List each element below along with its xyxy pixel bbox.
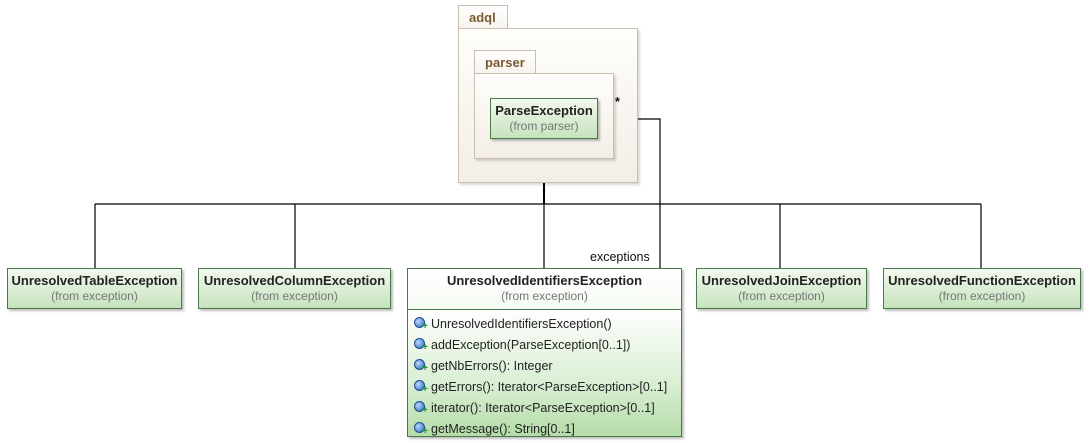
class-origin: (from exception): [251, 289, 338, 303]
operation-signature: UnresolvedIdentifiersException(): [431, 316, 612, 331]
class-name: UnresolvedTableException: [11, 273, 178, 288]
operation-signature: getNbErrors(): Integer: [431, 358, 553, 373]
class-name: UnresolvedJoinException: [701, 273, 862, 288]
class-origin: (from exception): [501, 289, 588, 303]
class-unresolved-table-exception[interactable]: UnresolvedTableException (from exception…: [7, 268, 182, 309]
operation-item[interactable]: + addException(ParseException[0..1]): [408, 334, 681, 355]
association-multiplicity-label: *: [615, 95, 620, 109]
class-unresolved-function-exception[interactable]: UnresolvedFunctionException (from except…: [883, 268, 1081, 309]
class-origin: (from exception): [938, 289, 1026, 303]
class-name: UnresolvedIdentifiersException: [446, 273, 643, 288]
public-operation-icon: +: [414, 380, 428, 395]
package-adql-name: adql: [469, 10, 496, 25]
operation-signature: getErrors(): Iterator<ParseException>[0.…: [431, 379, 668, 394]
class-origin: (from parser): [509, 119, 579, 133]
operation-signature: iterator(): Iterator<ParseException>[0..…: [431, 400, 655, 415]
class-parse-exception[interactable]: ParseException (from parser): [490, 98, 598, 139]
operation-signature: addException(ParseException[0..1]): [431, 337, 631, 352]
operations-compartment: + UnresolvedIdentifiersException() + add…: [408, 309, 681, 439]
package-parser-name: parser: [485, 55, 525, 70]
public-operation-icon: +: [414, 359, 428, 374]
class-unresolved-identifiers-exception[interactable]: UnresolvedIdentifiersException (from exc…: [407, 268, 682, 437]
class-unresolved-column-exception[interactable]: UnresolvedColumnException (from exceptio…: [198, 268, 391, 309]
association-role-label: exceptions: [590, 250, 650, 264]
operation-item[interactable]: + getErrors(): Iterator<ParseException>[…: [408, 376, 681, 397]
public-operation-icon: +: [414, 317, 428, 332]
public-operation-icon: +: [414, 401, 428, 416]
operation-item[interactable]: + getMessage(): String[0..1]: [408, 418, 681, 439]
public-operation-icon: +: [414, 422, 428, 437]
class-name: ParseException: [495, 103, 593, 118]
operation-signature: getMessage(): String[0..1]: [431, 421, 575, 436]
operation-item[interactable]: + iterator(): Iterator<ParseException>[0…: [408, 397, 681, 418]
class-name: UnresolvedFunctionException: [888, 273, 1076, 288]
class-origin: (from exception): [51, 289, 138, 303]
package-parser-tab: parser: [474, 50, 536, 74]
operation-item[interactable]: + UnresolvedIdentifiersException(): [408, 313, 681, 334]
class-origin: (from exception): [738, 289, 825, 303]
class-name: UnresolvedColumnException: [203, 273, 386, 288]
public-operation-icon: +: [414, 338, 428, 353]
class-unresolved-join-exception[interactable]: UnresolvedJoinException (from exception): [696, 268, 867, 309]
operation-item[interactable]: + getNbErrors(): Integer: [408, 355, 681, 376]
package-adql-tab: adql: [458, 5, 508, 29]
